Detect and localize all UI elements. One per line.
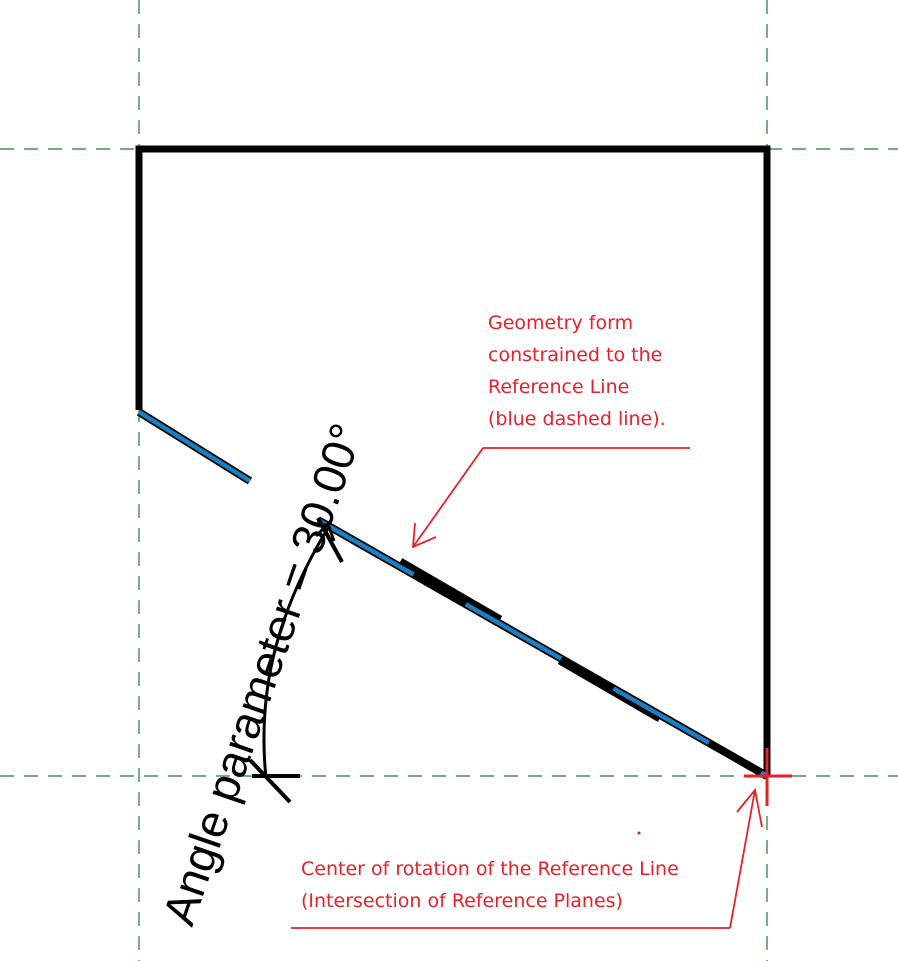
geometry-note-line-1: Geometry form [488,312,633,334]
geometry-note-leader [411,447,690,549]
angle-parameter-label[interactable]: Angle parameter = 30.00° [152,417,372,931]
center-note-line-2: (Intersection of Reference Planes) [301,890,623,912]
stray-mark [637,831,641,835]
angle-dimension[interactable] [248,517,344,804]
geometry-note: Geometry form constrained to the Referen… [411,312,690,549]
reference-line-blue-dashes [316,518,769,778]
dimension-tick-top [316,517,344,563]
arrowhead-icon [736,787,763,828]
center-note-leader [291,787,763,929]
form-outline[interactable] [135,145,771,776]
reference-line-upper-blue [137,410,252,483]
geometry-note-line-4: (blue dashed line). [488,408,666,430]
crosshair-icon[interactable] [744,748,792,806]
arrowhead-icon [411,522,437,549]
geometry-note-line-2: constrained to the [488,344,662,366]
geometry-note-line-3: Reference Line [488,376,629,398]
arrowhead-icon [314,521,336,542]
reference-line[interactable] [136,408,769,780]
angle-arc [262,527,330,779]
center-note-line-1: Center of rotation of the Reference Line [301,858,679,880]
dimension-tick-bottom [248,758,292,804]
center-note: Center of rotation of the Reference Line… [291,787,763,929]
